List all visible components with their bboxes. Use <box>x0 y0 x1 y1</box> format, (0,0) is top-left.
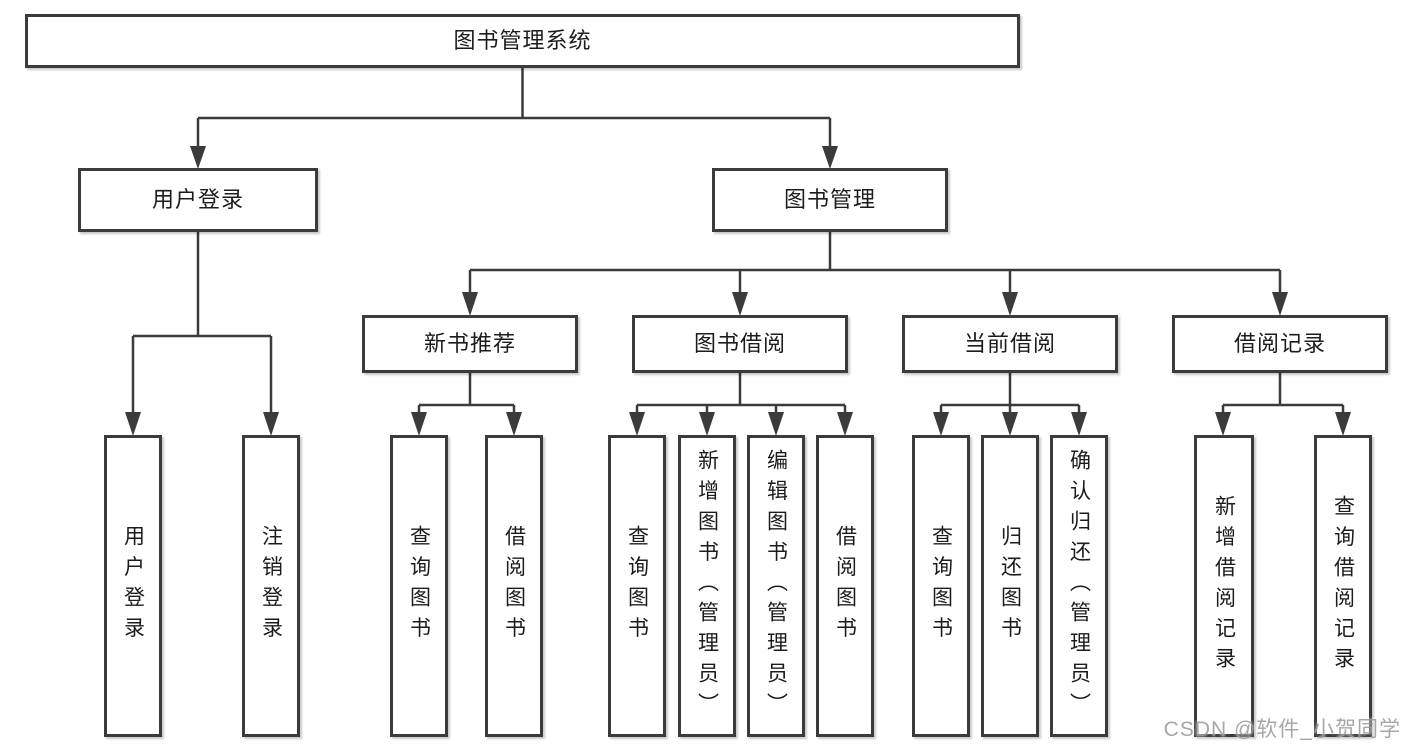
connector-user-login-branch <box>125 232 279 436</box>
node-label: 图书借阅 <box>693 330 786 356</box>
node-leaf-edit-books-admin: 编辑图书（管理员） <box>747 435 805 737</box>
node-borrow-records: 借阅记录 <box>1172 315 1388 373</box>
connector-current-borrow-branch <box>933 373 1087 436</box>
node-label: 借阅图书 <box>502 525 526 647</box>
node-leaf-borrow-books: 借阅图书 <box>816 435 874 737</box>
node-leaf-query-borrow-record: 查询借阅记录 <box>1314 435 1372 737</box>
node-leaf-logout: 注销登录 <box>242 435 300 737</box>
node-label: 新增借阅记录 <box>1212 494 1236 678</box>
arrow-down-icon <box>506 412 522 436</box>
node-label: 查询图书 <box>929 525 953 647</box>
node-leaf-current-query: 查询图书 <box>912 435 970 737</box>
node-leaf-add-books-admin: 新增图书（管理员） <box>678 435 736 737</box>
node-label: 当前借阅 <box>963 330 1056 356</box>
node-book-mgmt: 图书管理 <box>712 168 948 232</box>
node-book-management-system: 图书管理系统 <box>25 14 1020 68</box>
node-leaf-user-login: 用户登录 <box>104 435 162 737</box>
node-label: 新增图书（管理员） <box>695 448 719 724</box>
node-label: 归还图书 <box>998 525 1022 647</box>
node-leaf-add-borrow-record: 新增借阅记录 <box>1194 435 1254 737</box>
node-leaf-return-books: 归还图书 <box>981 435 1039 737</box>
arrow-down-icon <box>1071 412 1087 436</box>
arrow-down-icon <box>263 412 279 436</box>
node-label: 用户登录 <box>121 525 145 647</box>
node-user-login: 用户登录 <box>78 168 318 232</box>
arrow-down-icon <box>1335 412 1351 436</box>
arrow-down-icon <box>768 412 784 436</box>
node-label: 图书管理系统 <box>453 27 592 53</box>
node-label: 查询图书 <box>407 525 431 647</box>
node-label: 编辑图书（管理员） <box>764 448 788 724</box>
node-label: 借阅记录 <box>1233 330 1326 356</box>
arrow-down-icon <box>462 292 478 316</box>
node-book-borrow: 图书借阅 <box>632 315 848 373</box>
node-label: 查询借阅记录 <box>1331 494 1355 678</box>
arrow-down-icon <box>1215 412 1231 436</box>
connector-new-books-branch <box>411 373 522 436</box>
node-leaf-confirm-return-admin: 确认归还（管理员） <box>1050 435 1108 737</box>
connector-book-mgmt-branch <box>462 232 1288 316</box>
arrow-down-icon <box>190 146 206 169</box>
arrow-down-icon <box>732 292 748 316</box>
arrow-down-icon <box>933 412 949 436</box>
node-label: 新书推荐 <box>423 330 516 356</box>
arrow-down-icon <box>1002 292 1018 316</box>
arrow-down-icon <box>699 412 715 436</box>
node-new-books: 新书推荐 <box>362 315 578 373</box>
arrow-down-icon <box>1002 412 1018 436</box>
arrow-down-icon <box>629 412 645 436</box>
connector-root-to-level2 <box>190 68 838 169</box>
connector-book-borrow-branch <box>629 373 853 436</box>
arrow-down-icon <box>837 412 853 436</box>
node-leaf-borrow-query: 查询图书 <box>608 435 666 737</box>
arrow-down-icon <box>1272 292 1288 316</box>
node-label: 确认归还（管理员） <box>1067 448 1091 724</box>
node-label: 图书管理 <box>783 186 876 212</box>
node-leaf-newbooks-query: 查询图书 <box>390 435 448 737</box>
connector-borrow-records-branch <box>1215 373 1351 436</box>
node-label: 注销登录 <box>259 525 283 647</box>
arrow-down-icon <box>822 146 838 169</box>
arrow-down-icon <box>125 412 141 436</box>
node-label: 查询图书 <box>625 525 649 647</box>
node-label: 借阅图书 <box>833 525 857 647</box>
csdn-watermark: CSDN @软件_小贺同学 <box>1163 718 1401 741</box>
arrow-down-icon <box>411 412 427 436</box>
node-leaf-newbooks-borrow: 借阅图书 <box>485 435 543 737</box>
node-current-borrow: 当前借阅 <box>902 315 1118 373</box>
node-label: 用户登录 <box>151 186 244 212</box>
